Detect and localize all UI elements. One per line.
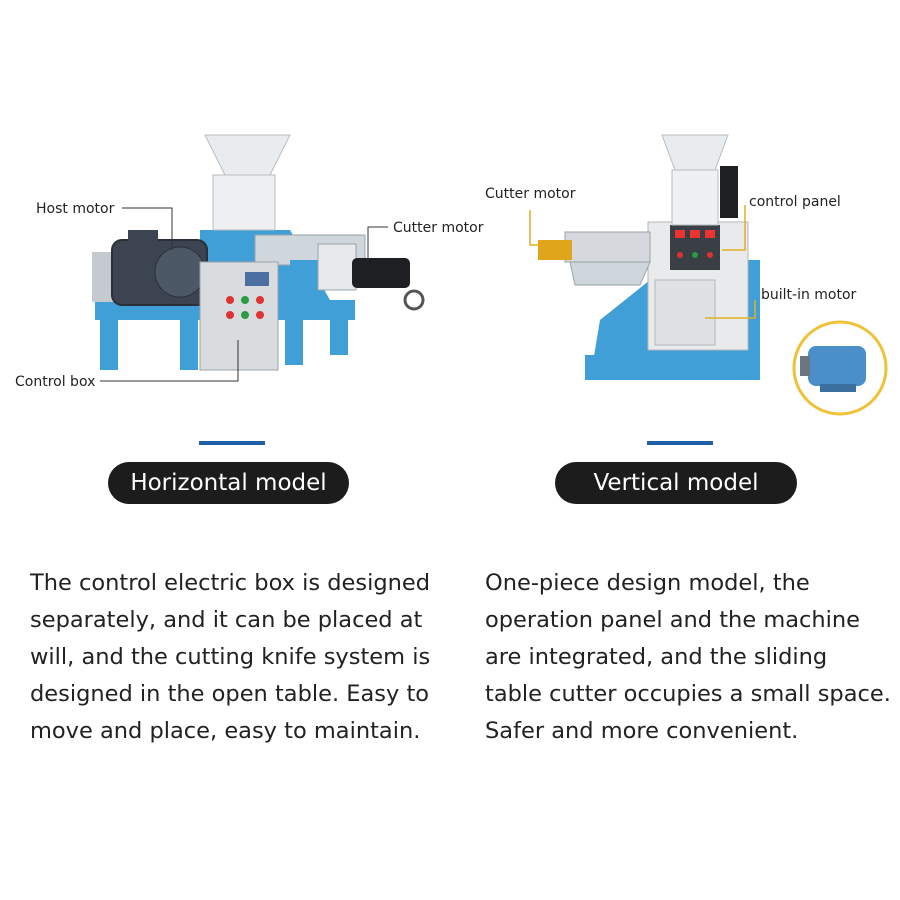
callout-cutter-motor: Cutter motor	[485, 186, 576, 202]
description-line: move and place, easy to maintain.	[30, 718, 421, 744]
callout-cutter-motor: Cutter motor	[393, 220, 484, 236]
horizontal-extruder-machine-icon: Host motor Cutter motor Control box	[15, 134, 484, 390]
callout-control-panel: control panel	[749, 194, 841, 210]
vertical-model-description: One-piece design model, the operation pa…	[485, 565, 891, 750]
callout-built-in-motor: built-in motor	[761, 287, 857, 303]
accent-bar	[199, 441, 265, 445]
description-line: are integrated, and the sliding	[485, 644, 828, 670]
description-line: Safer and more convenient.	[485, 718, 799, 744]
accent-bar	[647, 441, 713, 445]
horizontal-model-title: Horizontal model	[108, 462, 349, 504]
description-line: designed in the open table. Easy to	[30, 681, 430, 707]
vertical-model-title: Vertical model	[555, 462, 797, 504]
horizontal-model-panel: Host motor Cutter motor Control box Hori…	[15, 134, 484, 750]
description-line: table cutter occupies a small space.	[485, 681, 891, 707]
electric-motor-icon	[800, 346, 866, 392]
vertical-model-panel: Cutter motor control panel built-in moto…	[450, 0, 900, 900]
vertical-extruder-machine-icon: Cutter motor control panel built-in moto…	[485, 134, 888, 416]
callout-control-box: Control box	[15, 374, 95, 390]
description-line: will, and the cutting knife system is	[30, 644, 431, 670]
callout-host-motor: Host motor	[36, 201, 115, 217]
description-line: separately, and it can be placed at	[30, 607, 423, 633]
description-line: The control electric box is designed	[30, 570, 431, 596]
description-line: operation panel and the machine	[485, 607, 861, 633]
description-line: One-piece design model, the	[485, 570, 810, 596]
horizontal-model-description: The control electric box is designed sep…	[30, 565, 430, 750]
